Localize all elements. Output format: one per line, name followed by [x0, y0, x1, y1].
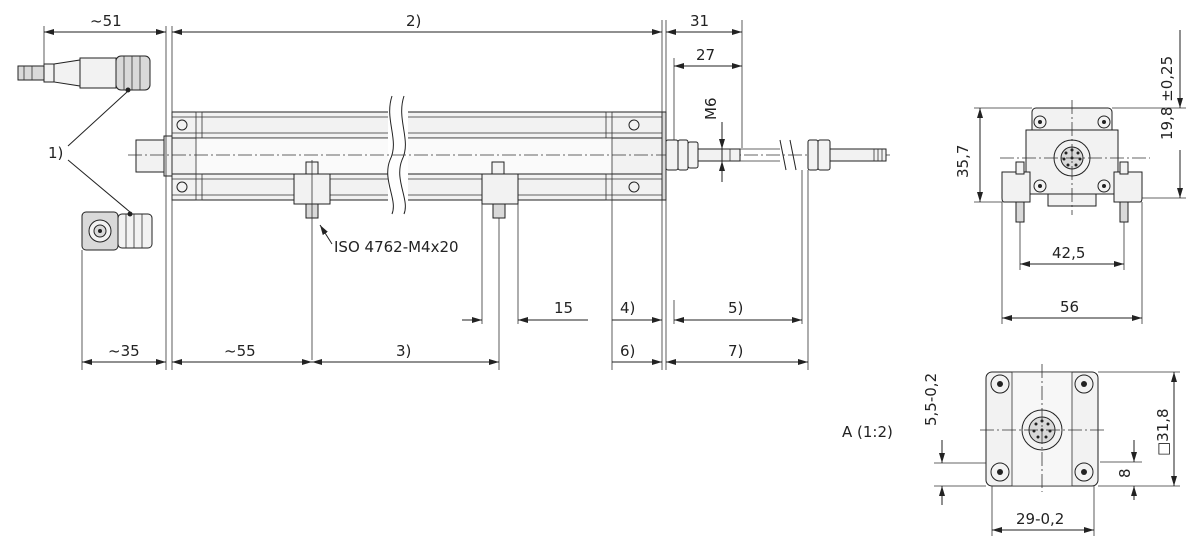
dimension-lines — [44, 29, 808, 365]
dim-31-label: 31 — [690, 12, 709, 30]
callout-1: 1) — [48, 91, 131, 213]
callout-1-label: 1) — [48, 144, 63, 162]
mounting-clamp-right — [481, 161, 519, 370]
view-a-dimensions — [934, 371, 1180, 536]
dim-55-label: ~55 — [224, 342, 256, 360]
dim-3-label: 3) — [396, 342, 411, 360]
piston-rod — [665, 139, 887, 171]
dim-8-label: 8 — [1116, 468, 1134, 478]
dim-15-label: 15 — [554, 299, 573, 317]
view-a — [980, 364, 1106, 492]
dim-5-5-label: 5,5-0,2 — [922, 373, 940, 426]
mounting-clamp-left — [293, 160, 331, 360]
extension-lines — [43, 20, 809, 370]
dim-27-label: 27 — [696, 46, 715, 64]
sensor-body — [128, 95, 890, 215]
end-view-dimensions — [974, 30, 1186, 324]
view-a-label: A (1:2) — [842, 423, 893, 441]
iso-screw-label: ISO 4762-M4x20 — [334, 238, 459, 256]
dim-29-label: 29-0,2 — [1016, 510, 1064, 528]
dim-42-5-label: 42,5 — [1052, 244, 1085, 262]
angled-connector — [81, 211, 153, 251]
dim-31-8-label: □31,8 — [1154, 408, 1172, 456]
dim-6-label: 6) — [620, 342, 635, 360]
dim-5-label: 5) — [728, 299, 743, 317]
dim-51-label: ~51 — [90, 12, 122, 30]
dim-35-label: ~35 — [108, 342, 140, 360]
dim-35-7-label: 35,7 — [954, 145, 972, 178]
dim-19-8-label: 19,8 ±0,25 — [1158, 56, 1176, 140]
thread-m6-label: M6 — [702, 98, 720, 121]
dim-2-label: 2) — [406, 12, 421, 30]
end-view — [1000, 100, 1150, 223]
dim-4-label: 4) — [620, 299, 635, 317]
dim-7-label: 7) — [728, 342, 743, 360]
straight-connector — [17, 55, 151, 93]
dim-56-label: 56 — [1060, 298, 1079, 316]
